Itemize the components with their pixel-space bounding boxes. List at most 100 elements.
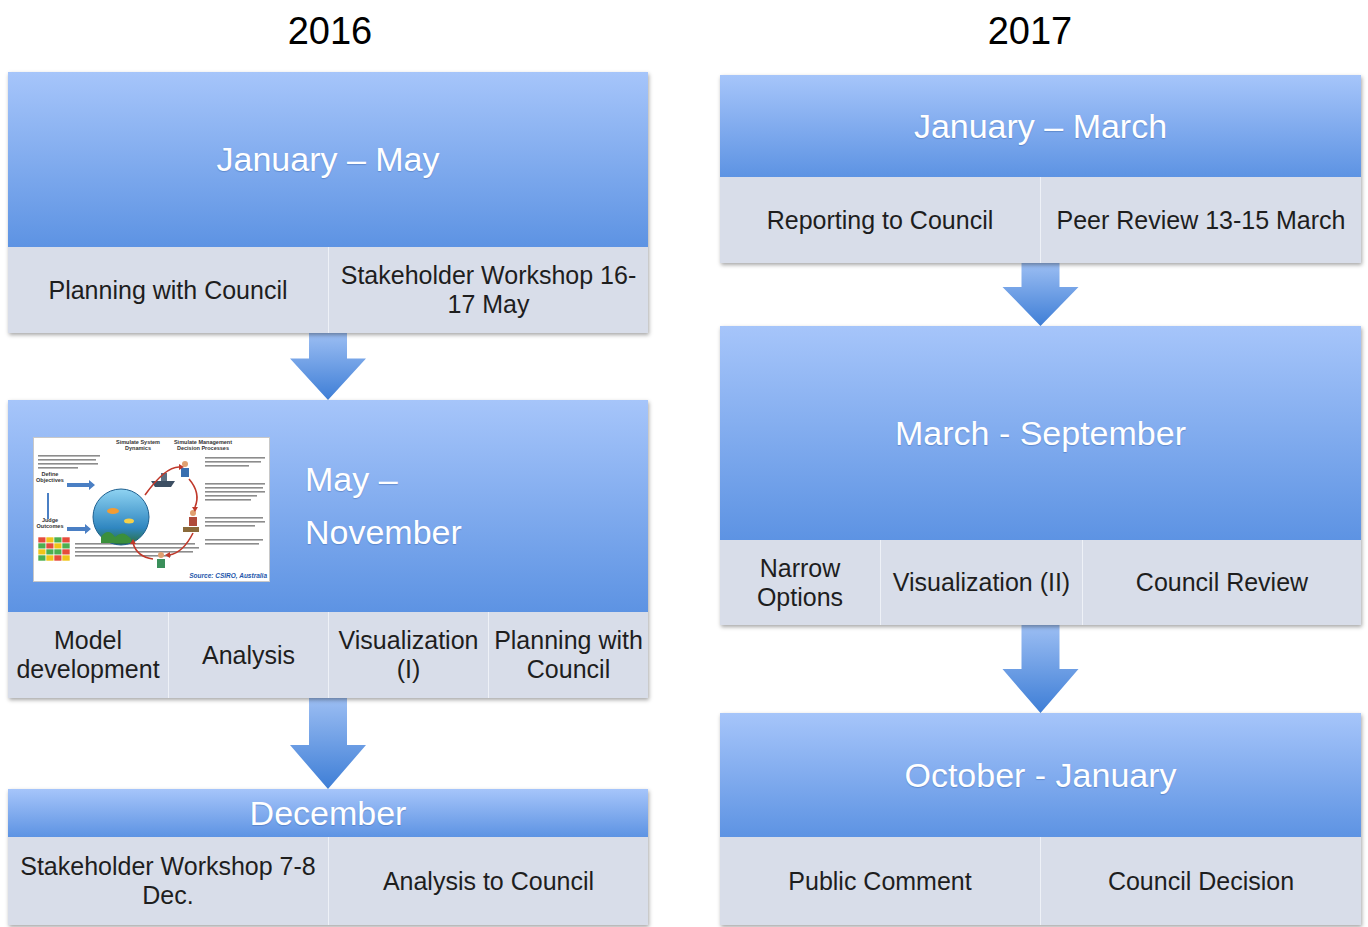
illustration-part — [67, 480, 95, 490]
illustration-part — [62, 543, 70, 549]
task-text: Planning with Council — [489, 626, 648, 684]
illustration-part — [38, 463, 98, 465]
task-cell: Reporting to Council — [720, 177, 1040, 263]
stage-heading: January – March — [720, 75, 1361, 177]
flow-arrow — [290, 333, 366, 400]
task-text: Model development — [8, 626, 168, 684]
illustration-part — [46, 555, 54, 561]
illustration-label: Define Objectives — [34, 471, 66, 484]
illustration-part — [181, 468, 189, 477]
illustration-part — [124, 519, 134, 524]
task-text: Visualization (I) — [329, 626, 488, 684]
task-text: Peer Review 13-15 March — [1041, 206, 1361, 235]
illustration-part — [205, 517, 263, 519]
illustration-part — [54, 537, 62, 543]
illustration-part — [179, 464, 184, 470]
illustration-part — [192, 507, 198, 512]
stage-panel: October - JanuaryPublic CommentCouncil D… — [720, 713, 1361, 925]
task-cell: Model development — [8, 612, 168, 698]
stage-panel: January – MarchReporting to CouncilPeer … — [720, 75, 1361, 263]
illustration-part — [54, 543, 62, 549]
illustration-part — [62, 537, 70, 543]
task-text: Narrow Options — [720, 554, 880, 612]
illustration-part — [46, 543, 54, 549]
ecosystem-globe — [93, 489, 149, 545]
task-cell: Analysis to Council — [328, 837, 648, 925]
illustration-part — [205, 525, 255, 527]
illustration-part — [205, 487, 263, 489]
task-text: Analysis to Council — [329, 867, 648, 896]
people-icons — [157, 461, 199, 568]
task-cell: Public Comment — [720, 837, 1040, 925]
illustration-part — [62, 549, 70, 555]
illustration-part — [130, 539, 136, 544]
year-heading: 2016 — [230, 10, 430, 54]
illustration-part — [183, 527, 199, 532]
task-cell: Planning with Council — [488, 612, 648, 698]
task-cell: Peer Review 13-15 March — [1040, 177, 1361, 263]
illustration-part — [38, 549, 46, 555]
illustration-part — [38, 467, 78, 469]
illustration-part — [165, 552, 170, 558]
illustration-part — [38, 555, 46, 561]
task-cell: Stakeholder Workshop 16-17 May — [328, 247, 648, 333]
illustration-part — [205, 499, 251, 501]
illustration-part — [133, 543, 153, 559]
illustration-part — [205, 521, 265, 523]
illustration-part — [182, 461, 188, 467]
task-text: Stakeholder Workshop 16-17 May — [329, 261, 648, 319]
task-cell: Council Review — [1082, 540, 1361, 625]
stage-heading: March - September — [720, 326, 1361, 540]
illustration-part — [38, 537, 46, 543]
illustration-part — [157, 559, 165, 568]
illustration-part — [205, 543, 259, 545]
illustration-label: Source: CSIRO, Australia — [171, 572, 267, 579]
stage-heading: October - January — [720, 713, 1361, 837]
illustration-part — [189, 517, 197, 526]
flow-arrow — [1003, 625, 1079, 713]
stage-panel: January – MayPlanning with CouncilStakeh… — [8, 72, 648, 333]
illustration-part — [46, 549, 54, 555]
illustration-part — [205, 539, 263, 541]
illustration-part — [169, 533, 193, 555]
illustration-part — [205, 491, 265, 493]
task-cell: Analysis — [168, 612, 328, 698]
task-cell: Council Decision — [1040, 837, 1361, 925]
task-text: Stakeholder Workshop 7-8 Dec. — [8, 852, 328, 910]
illustration-part — [62, 555, 70, 561]
stage-panel: Simulate System DynamicsSimulate Managem… — [8, 400, 648, 698]
illustration-part — [145, 467, 179, 495]
task-cell: Visualization (II) — [880, 540, 1082, 625]
task-cell: Stakeholder Workshop 7-8 Dec. — [8, 837, 328, 925]
stage-panel: DecemberStakeholder Workshop 7-8 Dec.Ana… — [8, 789, 648, 925]
task-text: Planning with Council — [8, 276, 328, 305]
illustration-part — [38, 543, 46, 549]
illustration-label: Simulate System Dynamics — [109, 439, 167, 452]
outcome-grid — [38, 537, 70, 561]
illustration-part — [75, 555, 171, 557]
task-text: Council Review — [1083, 568, 1361, 597]
model-illustration — [33, 437, 270, 582]
illustration-part — [205, 465, 249, 467]
illustration-part — [158, 552, 164, 558]
illustration-part — [101, 532, 131, 543]
task-text: Analysis — [169, 641, 328, 670]
task-text: Public Comment — [720, 867, 1040, 896]
illustration-part — [75, 547, 199, 549]
task-cell: Planning with Council — [8, 247, 328, 333]
illustration-box: Simulate System DynamicsSimulate Managem… — [33, 437, 270, 582]
stage-heading: May – November — [305, 400, 505, 612]
stage-panel: March - SeptemberNarrow OptionsVisualiza… — [720, 326, 1361, 625]
illustration-part — [205, 461, 261, 463]
task-text: Visualization (II) — [881, 568, 1082, 597]
illustration-part — [205, 457, 265, 459]
illustration-part — [189, 479, 197, 507]
stage-heading: December — [8, 789, 648, 837]
illustration-frame — [34, 438, 270, 582]
stage-heading: January – May — [8, 72, 648, 247]
illustration-part — [46, 537, 54, 543]
illustration-part — [67, 524, 91, 534]
task-text: Reporting to Council — [720, 206, 1040, 235]
flow-arrow — [1003, 263, 1079, 326]
